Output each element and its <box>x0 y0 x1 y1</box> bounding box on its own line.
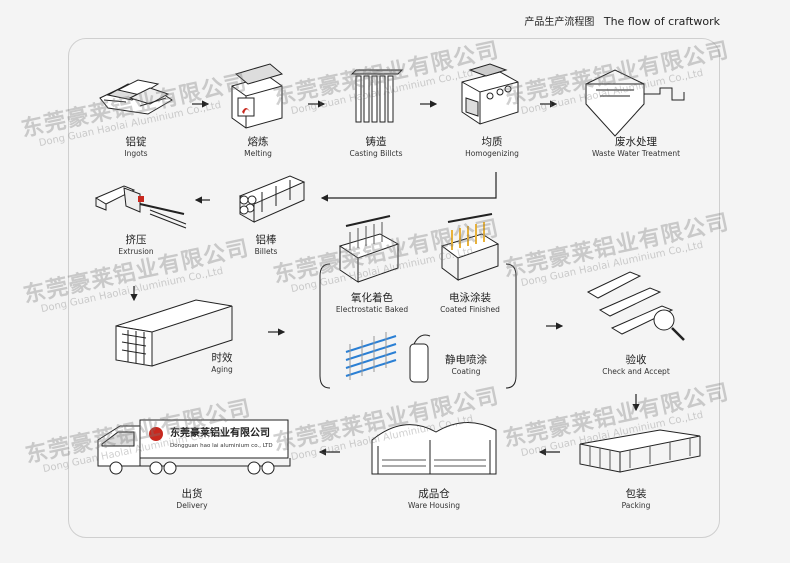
step-billets: 铝棒 Billets <box>254 234 278 256</box>
melting-furnace-icon <box>231 63 284 129</box>
bracket-left <box>319 263 331 389</box>
step-packing: 包装 Packing <box>621 488 651 510</box>
delivery-truck-icon <box>97 419 291 475</box>
electrophoretic-tank-icon <box>440 213 500 281</box>
extrusion-press-icon <box>94 185 187 229</box>
step-extrusion: 挤压 Extrusion <box>118 234 154 256</box>
step-warehouse: 成品仓 Ware Housing <box>408 488 460 510</box>
inspection-icon <box>586 271 685 341</box>
flow-arrows <box>130 100 640 456</box>
aging-profiles-icon <box>115 299 233 367</box>
step-melting: 熔炼 Melting <box>244 136 272 158</box>
homogenizing-furnace-icon <box>461 63 519 125</box>
step-coating: 静电喷涂 Coating <box>445 354 487 376</box>
step-aging: 时效 Aging <box>211 352 233 374</box>
ingots-icon <box>99 79 173 115</box>
bracket-right <box>505 263 517 389</box>
header-en: The flow of craftwork <box>603 15 720 28</box>
powder-coating-icon <box>345 332 431 383</box>
step-anodized: 氧化着色 Electrostatic Baked <box>335 292 409 314</box>
billets-bundle-icon <box>238 175 306 223</box>
header-cn: 产品生产流程图 <box>524 17 595 28</box>
packing-icon <box>579 429 701 473</box>
diagram-frame <box>68 38 720 538</box>
casting-billets-icon <box>350 69 404 123</box>
waste-water-tank-icon <box>585 69 685 137</box>
anodizing-tank-icon <box>338 215 400 283</box>
step-electrophoretic: 电泳涂装 Coated Finished <box>440 292 500 314</box>
page-header: 产品生产流程图 The flow of craftwork <box>524 13 720 28</box>
warehouse-icon <box>371 421 497 475</box>
step-ingots: 铝锭 Ingots <box>124 136 148 158</box>
step-delivery: 出货 Delivery <box>176 488 208 510</box>
step-casting: 铸造 Casting Billcts <box>349 136 403 158</box>
step-waste-water: 废水处理 Waste Water Treatment <box>591 136 681 158</box>
truck-company-en: Dongguan hao lai aluminium co., LTD <box>170 443 273 449</box>
truck-company-name: 东莞豪莱铝业有限公司 <box>170 426 270 439</box>
step-homogenizing: 均质 Homogenizing <box>465 136 519 158</box>
company-logo-icon <box>149 427 163 441</box>
step-check: 验收 Check and Accept <box>602 354 670 376</box>
